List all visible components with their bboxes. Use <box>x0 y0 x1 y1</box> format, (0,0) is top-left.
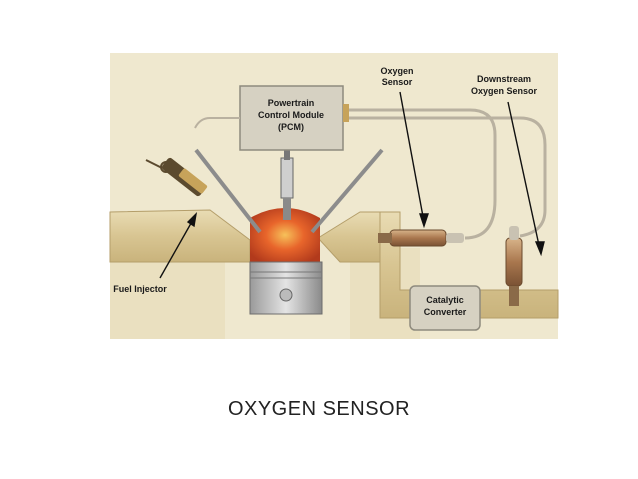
pcm-label-line3: (PCM) <box>278 122 304 132</box>
oxygen-sensor-label-line2: Sensor <box>382 77 413 87</box>
catalytic-converter-label-line1: Catalytic <box>426 295 464 305</box>
downstream-sensor-label-line1: Downstream <box>477 74 531 84</box>
downstream-sensor-label-line2: Oxygen Sensor <box>471 86 538 96</box>
slide-caption: OXYGEN SENSOR <box>0 398 638 421</box>
pcm-label-line1: Powertrain <box>268 98 315 108</box>
pcm-label-line2: Control Module <box>258 110 324 120</box>
oxygen-sensor-label-line1: Oxygen <box>380 66 413 76</box>
catalytic-converter-label-line2: Converter <box>424 307 467 317</box>
fuel-injector-label: Fuel Injector <box>113 284 167 294</box>
piston <box>250 262 322 314</box>
